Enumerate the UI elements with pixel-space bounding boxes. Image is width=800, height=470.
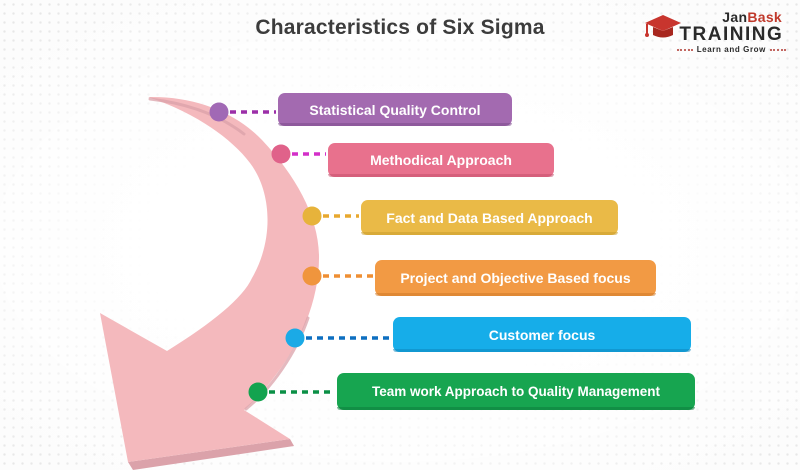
- item-label-statistical-quality-control: Statistical Quality Control: [278, 93, 512, 126]
- item-label-team-work-approach: Team work Approach to Quality Management: [337, 373, 695, 410]
- brand-tagline: Learn and Grow: [696, 45, 766, 54]
- curved-arrow: [100, 96, 320, 463]
- item-label-project-and-objective-based-focus: Project and Objective Based focus: [375, 260, 656, 296]
- connector-dot: [302, 266, 322, 286]
- arrow-bottom-edge-shade: [244, 316, 310, 411]
- page-title: Characteristics of Six Sigma: [255, 16, 545, 39]
- tagline-dash-right: [770, 49, 786, 51]
- arrow-top-edge-shade: [148, 97, 246, 136]
- brand-logo: JanBask TRAINING Learn and Grow: [643, 10, 786, 54]
- tagline-dash-left: [676, 49, 693, 51]
- connector-dot: [271, 144, 291, 164]
- connector-dot: [248, 382, 268, 402]
- brand-line2: TRAINING: [679, 24, 784, 45]
- arrow-shadow: [128, 439, 294, 470]
- connector-dot: [285, 328, 305, 348]
- connector-dot: [209, 102, 229, 122]
- item-label-customer-focus: Customer focus: [393, 317, 691, 352]
- item-label-fact-and-data-based-approach: Fact and Data Based Approach: [361, 200, 618, 235]
- item-label-methodical-approach: Methodical Approach: [328, 143, 554, 177]
- connector-dot: [302, 206, 322, 226]
- brand-name: JanBask: [722, 9, 782, 25]
- graduation-cap-icon: [644, 15, 681, 38]
